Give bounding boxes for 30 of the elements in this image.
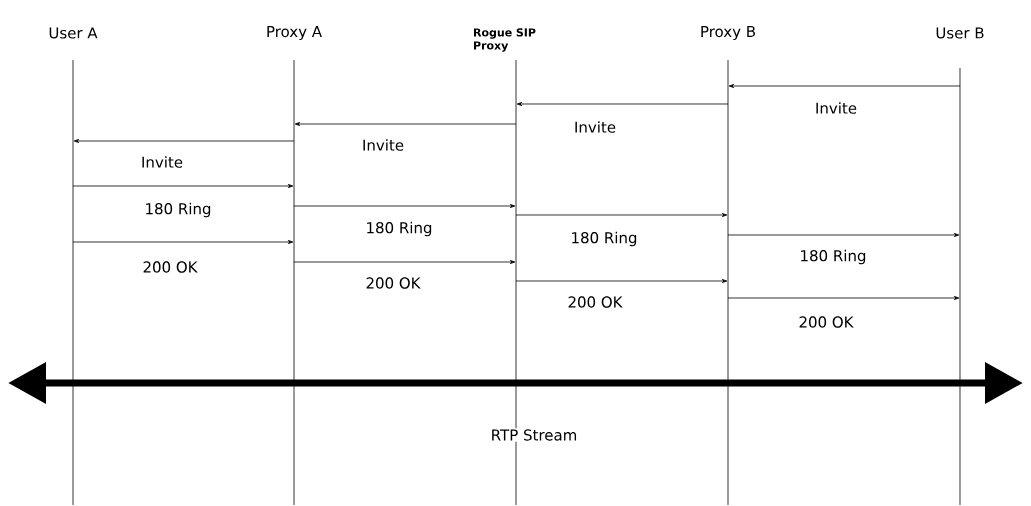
- edge-label: 180 Ring: [143, 201, 213, 219]
- participant-label: User B: [936, 27, 984, 39]
- message-arrow: [73, 139, 295, 143]
- message-arrow: [294, 122, 517, 126]
- participant-label: Proxy A: [267, 26, 322, 41]
- message-arrow: [72, 240, 294, 244]
- message-arrow: [72, 184, 294, 188]
- message-arrow: [728, 84, 961, 88]
- message-arrow: [515, 279, 728, 283]
- stream-label: RTP Stream: [489, 428, 579, 442]
- edge-label: 200 OK: [141, 260, 199, 274]
- message-arrow: [516, 102, 729, 106]
- edge-label: 200 OK: [364, 276, 422, 290]
- edge-label: Invite: [139, 155, 185, 169]
- edge-label: 180 Ring: [798, 248, 868, 266]
- edge-label: 200 OK: [797, 315, 855, 329]
- edge-label: 180 Ring: [364, 220, 434, 238]
- edge-label: Invite: [572, 120, 618, 134]
- message-arrow: [293, 260, 516, 264]
- edge-label: Invite: [813, 101, 859, 115]
- message-arrow: [515, 213, 728, 217]
- participant-label: Proxy B: [701, 26, 755, 41]
- edge-label: 180 Ring: [569, 230, 639, 248]
- edge-label: Invite: [360, 138, 406, 152]
- edge-label: 200 OK: [566, 295, 624, 309]
- message-arrow: [727, 233, 960, 237]
- participant-label: User A: [49, 27, 98, 39]
- message-arrow: [727, 296, 960, 300]
- message-arrow: [293, 204, 516, 208]
- participant-label: Rogue SIP Proxy: [474, 28, 536, 52]
